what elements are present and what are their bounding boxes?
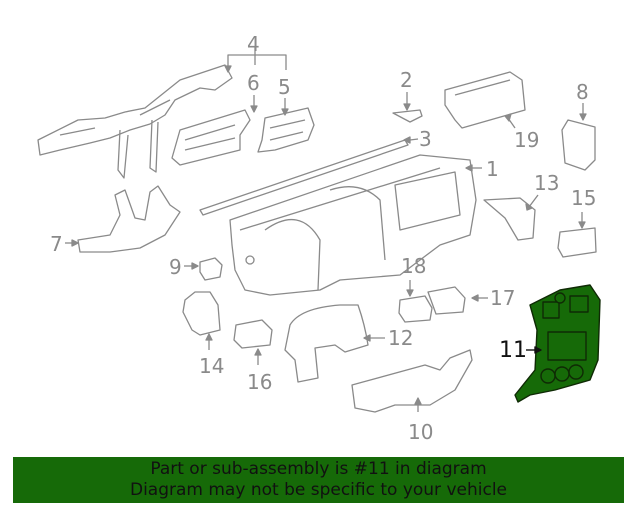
part-16-vent: [233, 319, 273, 365]
callout-3: 3: [419, 127, 432, 151]
part-18-vent: [398, 280, 433, 323]
part-11-center-bezel: [514, 284, 601, 403]
callout-18: 18: [401, 254, 427, 278]
part-14-vent: [182, 291, 221, 350]
callout-19: 19: [514, 128, 540, 152]
part-8-panel: [561, 119, 596, 171]
part-19-glove-box: [444, 71, 526, 129]
banner-line-disclaimer: Diagram may not be specific to your vehi…: [129, 480, 507, 500]
callout-10: 10: [408, 420, 434, 444]
part-7-reinforcement: [65, 185, 181, 253]
part-4-cross-beam: [37, 64, 233, 179]
part-10-knee-bolster: [351, 349, 473, 413]
callout-2: 2: [400, 68, 413, 92]
callout-5: 5: [278, 75, 291, 99]
callout-4: 4: [247, 32, 260, 56]
callout-11: 11: [499, 338, 527, 363]
parts-diagram-drawing: [37, 46, 601, 413]
callout-4-bracket: [224, 46, 287, 73]
part-12-bezel: [284, 304, 385, 383]
callout-9: 9: [169, 255, 182, 279]
callout-14: 14: [199, 354, 225, 378]
part-2-clip: [392, 109, 423, 123]
banner-line-part: Part or sub-assembly is #11 in diagram: [150, 459, 487, 479]
parts-diagram: 4 6 5 2 3 1 19 8 13 15 7 9 18 17 12 14 1…: [37, 32, 601, 444]
callout-17: 17: [490, 286, 516, 310]
part-info-banner: Part or sub-assembly is #11 in diagram D…: [13, 457, 624, 503]
callout-8: 8: [576, 80, 589, 104]
part-6-bracket: [171, 109, 251, 166]
part-17-vent: [427, 286, 488, 315]
callout-1: 1: [486, 157, 499, 181]
callout-7: 7: [50, 232, 63, 256]
part-9-cover: [199, 257, 223, 281]
part-3-strip: [199, 136, 419, 216]
callout-13: 13: [534, 171, 560, 195]
callout-15: 15: [571, 186, 597, 210]
callout-12: 12: [388, 326, 414, 350]
callout-16: 16: [247, 370, 273, 394]
callout-6: 6: [247, 71, 260, 95]
part-1-instrument-panel: [229, 154, 482, 296]
part-15-vent: [557, 227, 597, 258]
part-13-vent: [483, 194, 539, 241]
part-5-bracket: [257, 107, 315, 153]
